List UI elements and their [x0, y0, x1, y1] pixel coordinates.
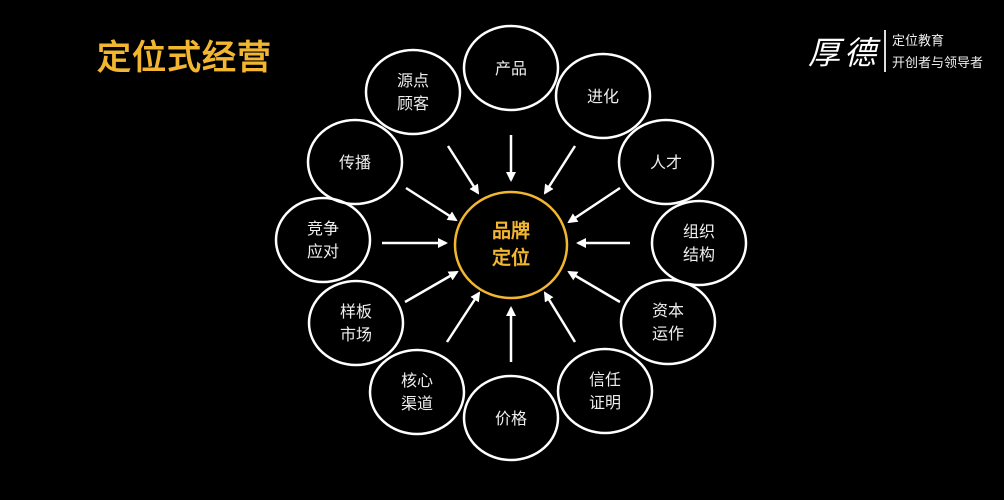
arrow: [445, 291, 481, 343]
brand-block: 厚德 定位教育 开创者与领导者: [808, 26, 998, 76]
center-label: 品牌 定位: [491, 220, 530, 269]
node-label: 源点 顾客: [396, 71, 429, 113]
node-circle: [619, 278, 717, 366]
arrow: [567, 270, 621, 304]
node-circle: [554, 52, 652, 140]
brand-tagline-2: 开创者与领导者: [892, 56, 984, 71]
node-circle: [617, 118, 715, 206]
node-label: 资本 运作: [651, 301, 684, 343]
node-label: 人才: [649, 152, 682, 172]
arrow: [543, 145, 577, 195]
arrow: [567, 186, 621, 224]
center-circle: [453, 190, 569, 300]
node-circle: [556, 347, 654, 435]
node-circle: [274, 196, 372, 284]
node-circle: [307, 279, 405, 367]
arrow: [446, 145, 480, 195]
node-circles: [274, 24, 748, 462]
brand-logo: 厚德: [808, 34, 881, 72]
node-label: 传播: [338, 152, 371, 172]
node-circle: [368, 348, 466, 436]
node-circle: [650, 199, 748, 287]
node-circle: [462, 374, 560, 462]
node-label: 样板 市场: [339, 302, 372, 344]
arrow: [543, 291, 577, 343]
node-label: 竞争 应对: [306, 219, 339, 261]
arrow: [404, 270, 459, 304]
node-circle: [364, 48, 462, 136]
node-label: 价格: [494, 408, 527, 428]
node-label: 产品: [494, 58, 527, 78]
arrows: [382, 135, 630, 362]
node-label: 信任 证明: [588, 370, 621, 412]
page-title: 定位式经营: [97, 38, 272, 78]
node-circle: [462, 24, 560, 112]
node-label: 组织 结构: [682, 222, 715, 264]
node-circle: [306, 118, 404, 206]
arrow: [405, 186, 458, 222]
node-label: 核心 渠道: [400, 371, 433, 413]
brand-tagline-1: 定位教育: [892, 34, 945, 49]
node-label: 进化: [586, 86, 619, 106]
brand-divider: [884, 30, 886, 72]
